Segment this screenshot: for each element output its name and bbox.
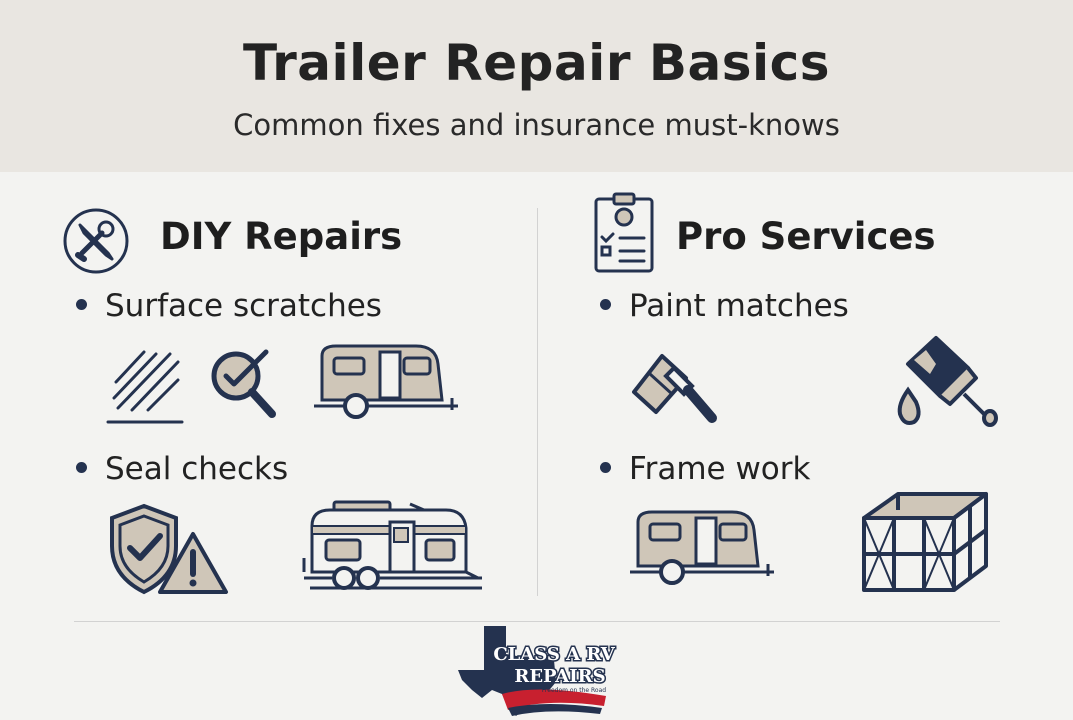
header-banner: [0, 0, 1073, 172]
shield-check-icon: [106, 502, 182, 596]
bullet-dot: [600, 299, 611, 310]
bullet-label: Seal checks: [105, 451, 289, 487]
pro-section-title: Pro Services: [676, 215, 936, 258]
scratch-marks-icon: [104, 344, 186, 426]
paint-brush-drip-icon: [890, 334, 1000, 430]
svg-text:Freedom on the Road: Freedom on the Road: [542, 687, 606, 694]
column-divider: [537, 208, 538, 596]
bullet-label: Surface scratches: [105, 288, 382, 324]
diy-section-title: DIY Repairs: [160, 215, 403, 258]
camper-trailer-icon: [628, 506, 778, 590]
paint-brush-icon: [628, 346, 722, 426]
bullet-label: Paint matches: [629, 288, 849, 324]
class-a-rv-repairs-logo: CLASS A RV REPAIRS Freedom on the Road: [456, 624, 618, 718]
inspect-magnifier-icon: [206, 344, 282, 424]
wrench-screwdriver-icon: [62, 207, 130, 275]
diy-bullet-seal-checks: Seal checks: [76, 451, 288, 487]
page-subtitle: Common fixes and insurance must-knows: [233, 108, 840, 142]
bullet-dot: [600, 462, 611, 473]
pro-bullet-paint-matches: Paint matches: [600, 288, 849, 324]
bullet-label: Frame work: [629, 451, 811, 487]
svg-text:CLASS A RV: CLASS A RV: [493, 644, 615, 665]
bullet-dot: [76, 299, 87, 310]
pro-bullet-frame-work: Frame work: [600, 451, 810, 487]
bullet-dot: [76, 462, 87, 473]
travel-trailer-icon: [300, 496, 486, 596]
diy-bullet-surface-scratches: Surface scratches: [76, 288, 382, 324]
frame-cage-icon: [858, 490, 994, 594]
clipboard-checklist-icon: [592, 191, 656, 275]
camper-trailer-icon: [312, 340, 462, 424]
page-title: Trailer Repair Basics: [242, 34, 831, 92]
svg-text:REPAIRS: REPAIRS: [514, 666, 605, 687]
warning-triangle-icon: [156, 530, 230, 596]
footer-divider: [74, 621, 1000, 622]
